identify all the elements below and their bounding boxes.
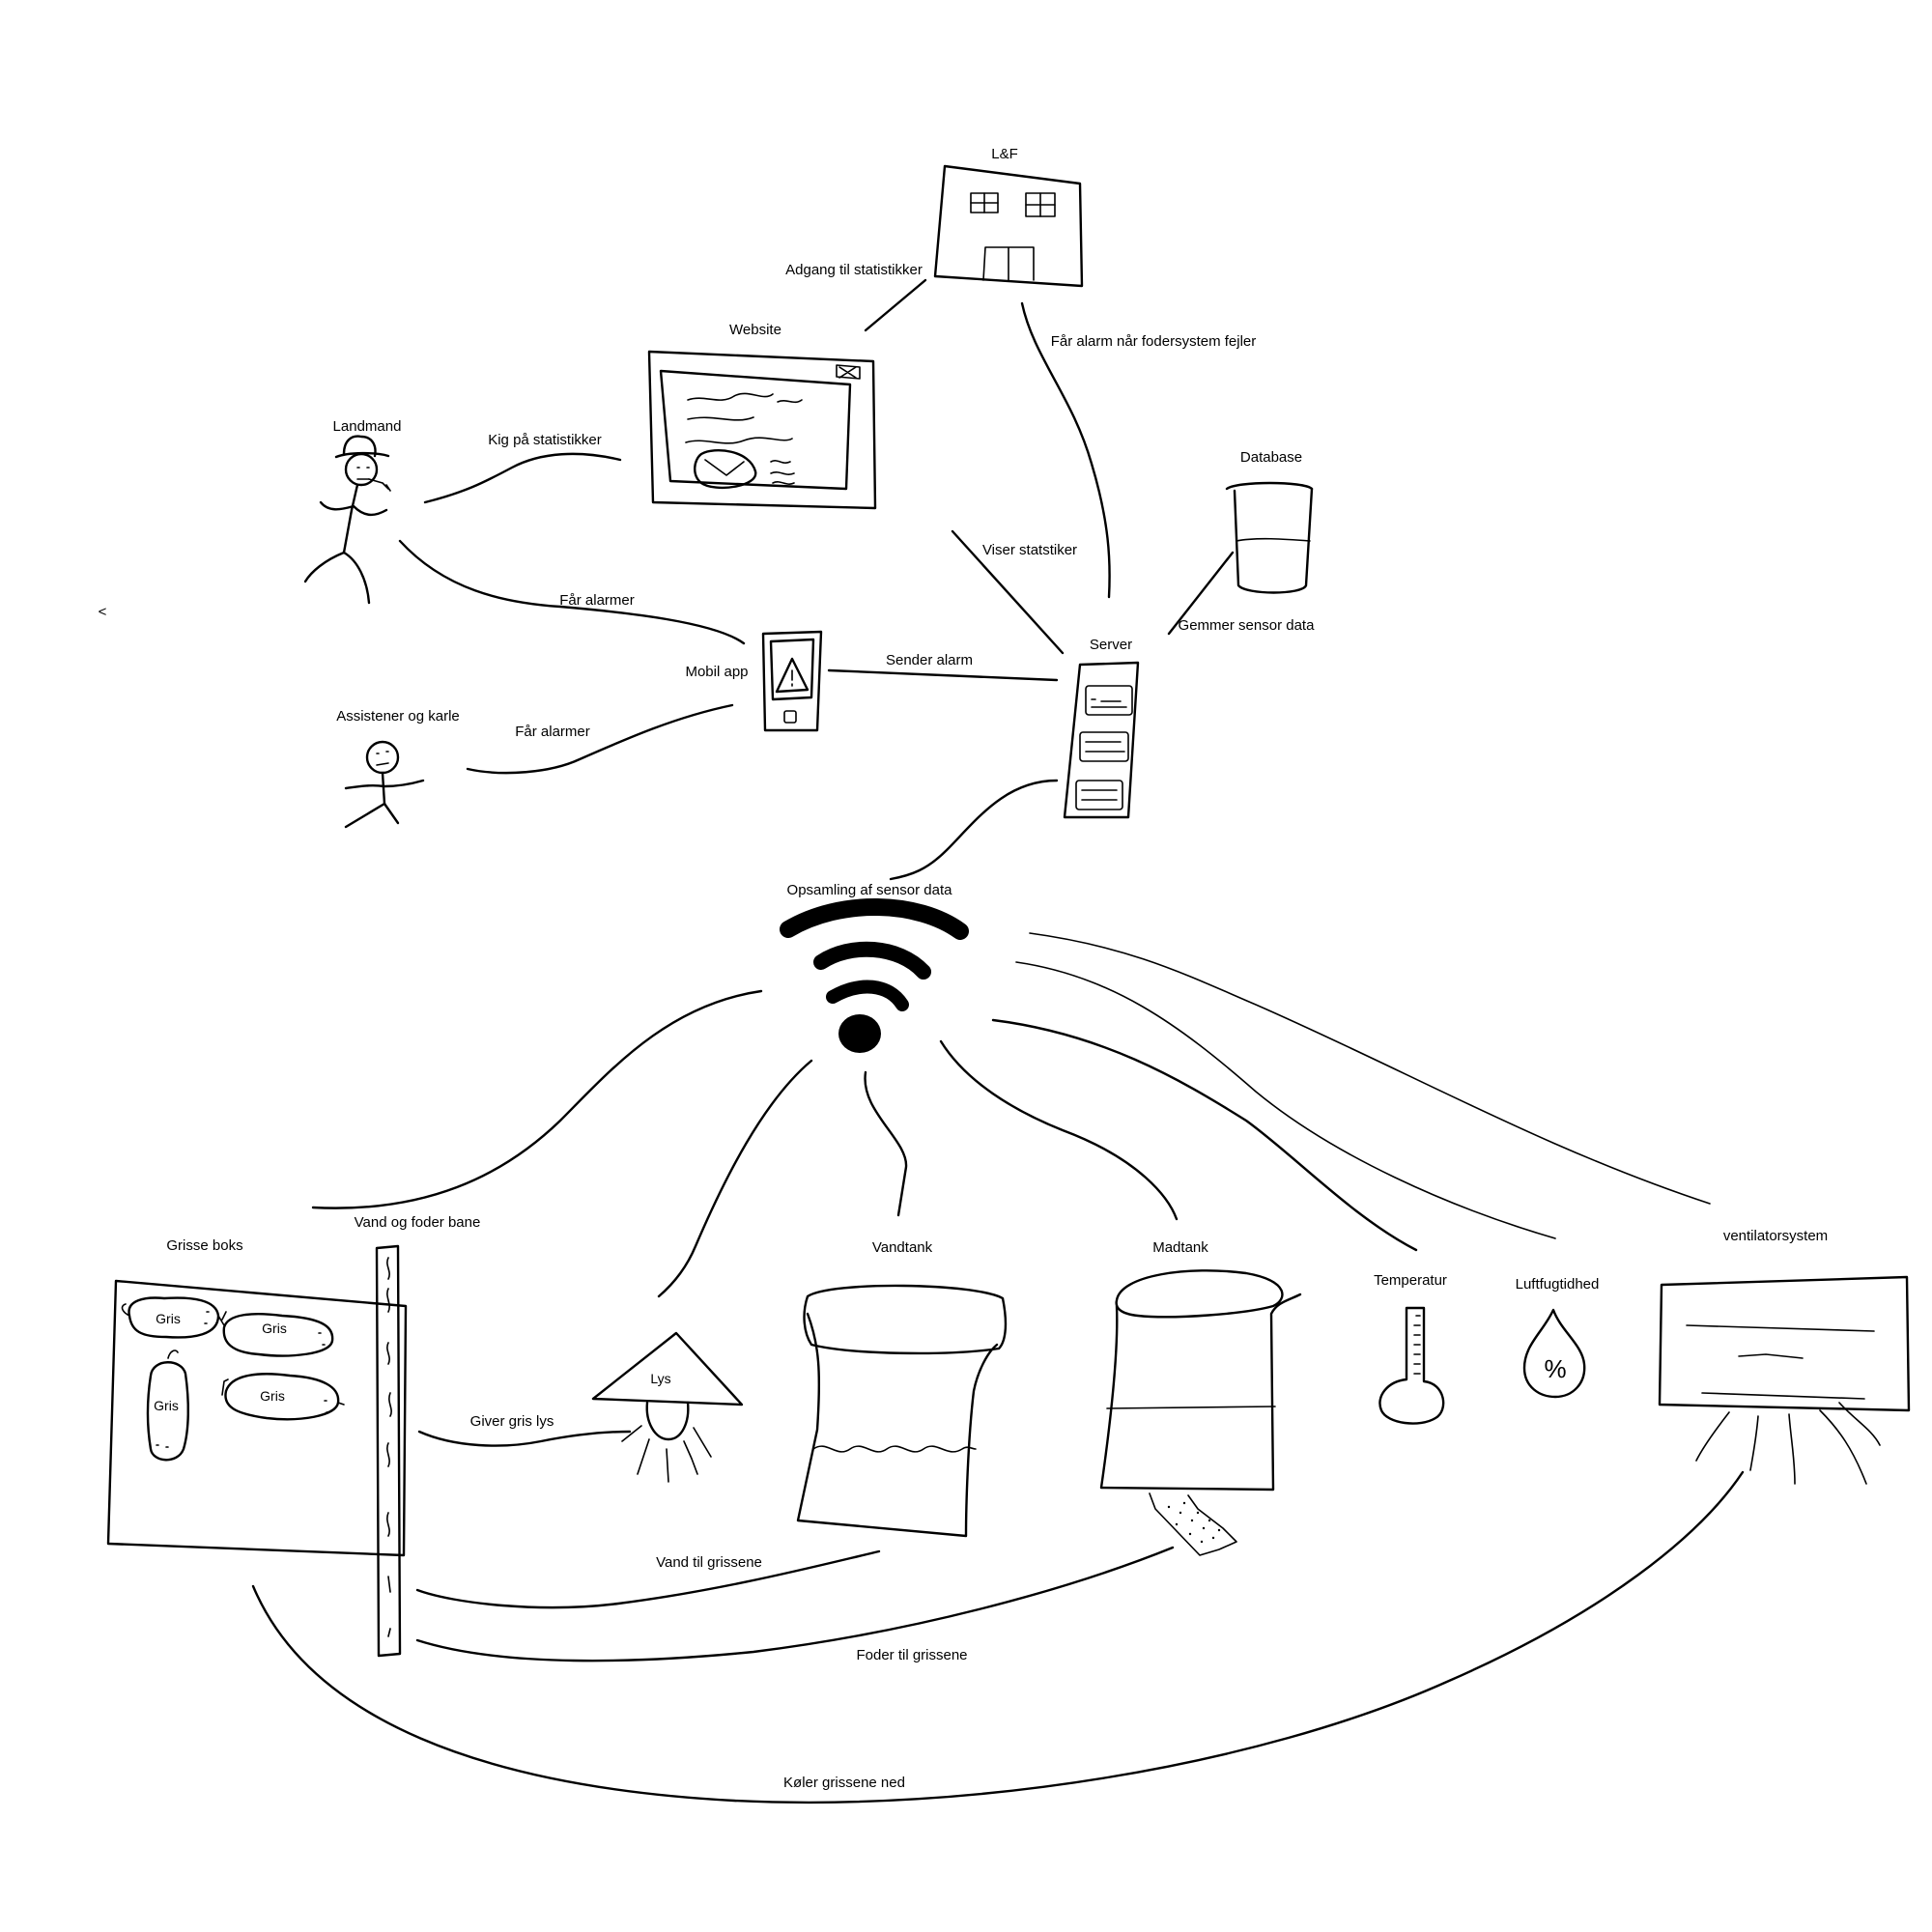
edge-label-far-alarm-foder: Får alarm når fodersystem fejler <box>1051 333 1257 350</box>
edge-label-vand-til: Vand til grissene <box>656 1554 762 1571</box>
edge-lf-server <box>1020 301 1111 599</box>
server-rack-icon <box>1063 661 1140 819</box>
assistener-label: Assistener og karle <box>336 708 460 724</box>
lf-building-icon <box>933 164 1084 288</box>
luftfugtighed-label: Luftfugtidhed <box>1516 1276 1600 1293</box>
madtank-label: Madtank <box>1152 1239 1208 1256</box>
ventilator-ac-icon <box>1658 1275 1911 1485</box>
water-feed-lane-icon <box>375 1244 402 1658</box>
edge-label-foder-til: Foder til grissene <box>856 1647 967 1663</box>
lamp-icon <box>591 1331 744 1483</box>
vand-foder-bane-label: Vand og foder bane <box>355 1214 481 1231</box>
edge-label-giver-lys: Giver gris lys <box>470 1413 554 1430</box>
food-tank-icon <box>1099 1269 1302 1556</box>
mobil-app-label: Mobil app <box>685 664 748 680</box>
edge-landmand-mobil <box>398 539 746 645</box>
wifi-icon <box>780 898 969 1053</box>
edge-label-kig: Kig på statistikker <box>488 432 602 448</box>
assistant-stick-figure-icon <box>344 740 425 829</box>
edge-server-wifi <box>889 779 1059 881</box>
edge-wifi-vandtank <box>864 1070 908 1217</box>
percent-symbol: % <box>1544 1354 1566 1383</box>
edge-lys-grissebox <box>417 1430 632 1447</box>
grisse-boks-label: Grisse boks <box>166 1237 242 1254</box>
temperatur-label: Temperatur <box>1374 1272 1447 1289</box>
edge-label-koeler: Køler grissene ned <box>783 1775 905 1791</box>
edge-lf-website <box>864 278 927 332</box>
edge-website-server <box>951 529 1065 655</box>
edge-label-far-alarmer-2: Får alarmer <box>515 724 590 740</box>
website-label: Website <box>729 322 781 338</box>
landmand-label: Landmand <box>333 418 402 435</box>
edge-wifi-ventilator <box>1029 932 1711 1205</box>
server-label: Server <box>1090 637 1132 653</box>
edge-landmand-website <box>423 452 622 504</box>
edge-wifi-luftfugtighed <box>1015 961 1556 1239</box>
lf-label: L&F <box>991 146 1018 162</box>
edge-vandtank-bane <box>415 1549 881 1609</box>
edge-label-sender-alarm: Sender alarm <box>886 652 973 668</box>
pig-box-icon <box>106 1279 408 1557</box>
gris-label-2: Gris <box>262 1321 287 1336</box>
edge-madtank-bane <box>415 1546 1175 1662</box>
vandtank-label: Vandtank <box>872 1239 933 1256</box>
ventilator-label: ventilatorsystem <box>1723 1228 1828 1244</box>
edge-wifi-temperatur <box>991 1018 1418 1252</box>
thermometer-icon <box>1378 1306 1445 1425</box>
edge-assistener-mobil <box>466 703 734 775</box>
water-tank-icon <box>796 1284 1008 1538</box>
edge-label-gemmer: Gemmer sensor data <box>1179 617 1316 634</box>
website-browser-icon <box>647 350 877 510</box>
edge-label-viser: Viser statstiker <box>982 542 1077 558</box>
humidity-drop-icon <box>1522 1308 1586 1399</box>
gris-label-1: Gris <box>156 1311 181 1326</box>
edge-ventilator-grissebox <box>251 1470 1745 1804</box>
edge-wifi-lys <box>657 1059 813 1298</box>
database-cylinder-icon <box>1225 481 1314 594</box>
database-label: Database <box>1240 449 1302 466</box>
edge-label-adgang: Adgang til statistikker <box>785 262 923 278</box>
edge-mobil-server <box>827 668 1059 682</box>
farmer-stick-figure-icon <box>303 435 391 605</box>
stray-mark: < <box>99 604 107 620</box>
gris-label-3: Gris <box>154 1398 179 1413</box>
gris-label-4: Gris <box>260 1388 285 1404</box>
mobile-phone-icon <box>761 630 823 732</box>
connectors <box>251 278 1745 1804</box>
edge-wifi-grissebox <box>311 989 763 1209</box>
edge-wifi-madtank <box>939 1039 1179 1221</box>
edge-label-far-alarmer-1: Får alarmer <box>559 592 635 609</box>
edge-database-server <box>1167 551 1235 636</box>
opsamling-label: Opsamling af sensor data <box>787 882 953 898</box>
lys-label: Lys <box>650 1371 670 1386</box>
